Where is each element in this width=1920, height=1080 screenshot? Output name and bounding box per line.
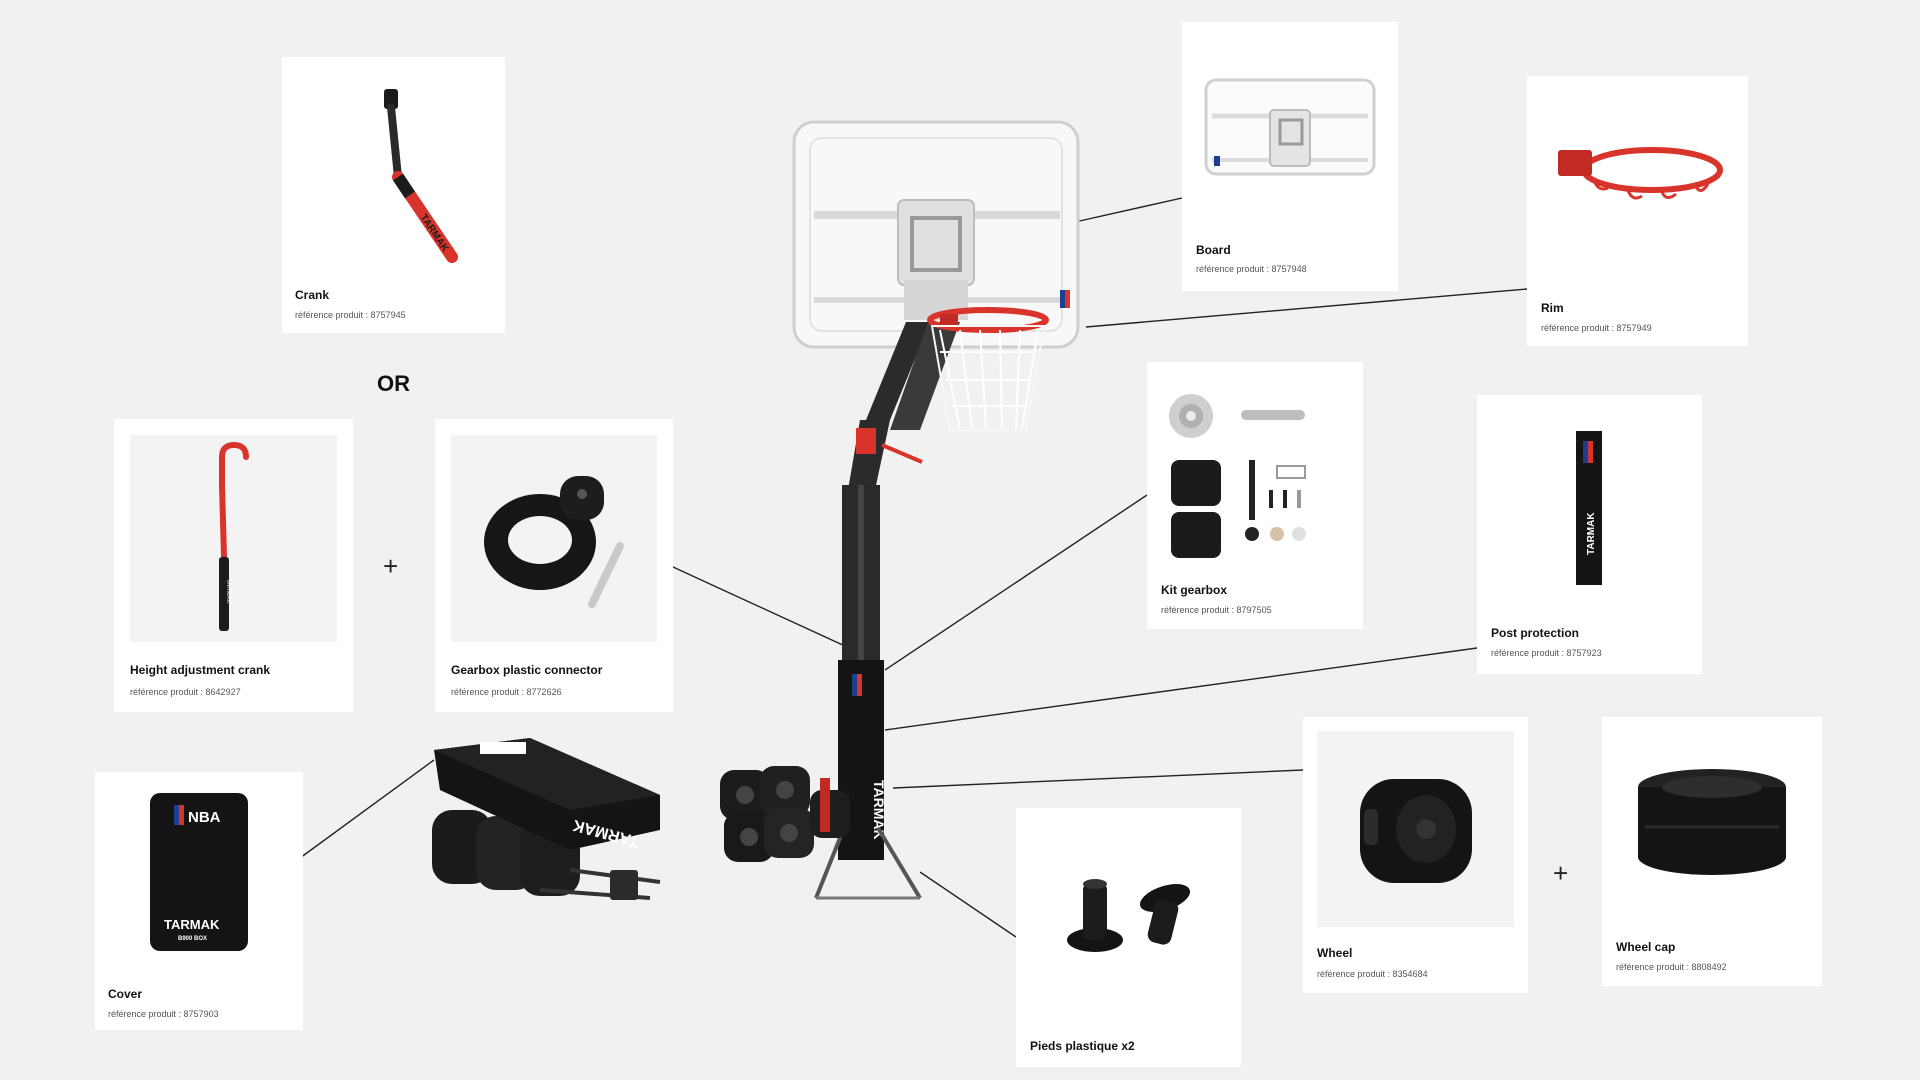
nba-logo-text: NBA [188,809,221,826]
crank-image: TARMAK [282,57,505,277]
cover-ref: référence produit : 8757903 [108,1009,219,1019]
rim-leader [1085,288,1528,328]
svg-text:TARMAK: TARMAK [417,213,450,255]
part-card-plastic-feet[interactable]: Pieds plastique x2 [1016,808,1241,1067]
board-name: Board [1196,243,1231,257]
part-card-kit-gearbox[interactable]: Kit gearbox référence produit : 8797505 [1147,362,1363,629]
kit-gearbox-image [1163,378,1347,562]
plastic-feet-image [1016,808,1241,1018]
gearbox-connector-leader [672,566,859,653]
svg-text:TARMAK: TARMAK [1586,512,1597,555]
wheel-image [1317,731,1514,927]
box-logo-text: B900 BOX [178,936,207,942]
rim-image [1527,76,1748,286]
or-separator: OR [377,371,410,396]
wheel-cap-image [1602,717,1822,927]
plus-symbol-wheel: + [1553,858,1569,888]
board-image [1182,22,1398,232]
post-protection-image: TARMAK [1477,395,1702,605]
basketball-hoop-illustration: TARMAK TARMAK [432,120,1080,900]
gearbox-connector-name: Gearbox plastic connector [451,663,603,677]
feet-leader [919,871,1017,938]
wheel-ref: référence produit : 8354684 [1317,969,1428,979]
cover-name: Cover [108,987,143,1001]
wheel-cap-name: Wheel cap [1616,940,1676,954]
kit-gearbox-name: Kit gearbox [1161,583,1228,597]
part-card-wheel-cap[interactable]: Wheel cap référence produit : 8808492 [1602,717,1822,986]
gearbox-connector-ref: référence produit : 8772626 [451,687,562,697]
part-card-post-protection[interactable]: TARMAK Post protection référence produit… [1477,395,1702,674]
rim-name: Rim [1541,301,1564,315]
board-ref: référence produit : 8757948 [1196,264,1307,274]
part-card-board[interactable]: Board référence produit : 8757948 [1182,22,1398,291]
plastic-feet-name: Pieds plastique x2 [1030,1039,1135,1053]
crank-name: Crank [295,288,330,302]
plus-symbol-crank: + [383,551,399,581]
base-wheels-shape [720,766,850,862]
tarmak-logo-text: TARMAK [164,917,220,932]
arm-upper [866,322,930,420]
board-leader [1074,197,1183,223]
rim-shape [927,307,1049,333]
cover-image: NBA TARMAK B900 BOX [95,772,303,972]
kit-gearbox-leader [884,494,1148,671]
wheel-name: Wheel [1317,946,1353,960]
part-card-crank[interactable]: TARMAK Crank référence produit : 8757945 [282,57,505,333]
kit-gearbox-ref: référence produit : 8797505 [1161,605,1272,615]
part-card-gearbox-plastic-connector[interactable]: Gearbox plastic connector référence prod… [435,419,673,712]
height-crank-name: Height adjustment crank [130,663,271,677]
gearbox-connector-image [451,435,657,642]
svg-text:TARMAK: TARMAK [871,780,887,840]
post-protection-leader [884,647,1478,731]
part-card-cover[interactable]: NBA TARMAK B900 BOX Cover référence prod… [95,772,303,1030]
svg-text:TARMAK: TARMAK [225,579,231,604]
crank-ref: référence produit : 8757945 [295,310,406,320]
post-protection-name: Post protection [1491,626,1580,640]
rim-ref: référence produit : 8757949 [1541,323,1652,333]
wheel-cap-ref: référence produit : 8808492 [1616,962,1727,972]
post-protection-ref: référence produit : 8757923 [1491,648,1602,658]
part-card-rim[interactable]: Rim référence produit : 8757949 [1527,76,1748,346]
ballast-box-with-cover: TARMAK [432,738,661,900]
cover-leader [299,759,435,859]
part-card-wheel[interactable]: Wheel référence produit : 8354684 [1303,717,1528,993]
wheel-leader [892,769,1304,789]
height-crank-image: TARMAK [130,435,337,642]
part-card-height-adjustment-crank[interactable]: TARMAK Height adjustment crank référence… [114,419,353,712]
height-crank-ref: référence produit : 8642927 [130,687,241,697]
